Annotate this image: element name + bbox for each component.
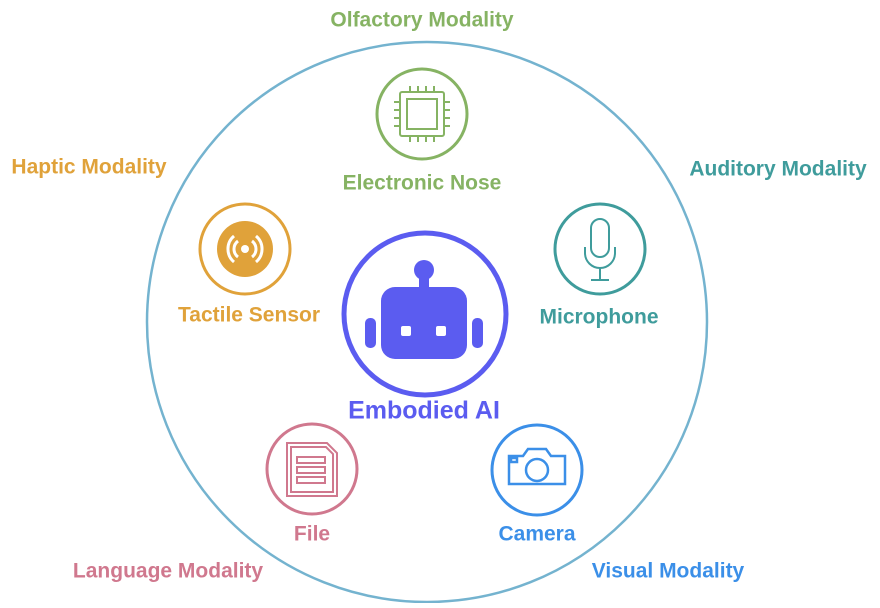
node-circle xyxy=(490,423,584,517)
modality-label-olfactory: Olfactory Modality xyxy=(330,8,514,32)
node-file xyxy=(265,422,359,516)
chip-icon xyxy=(394,86,450,142)
modality-label-visual: Visual Modality xyxy=(591,559,745,583)
node-tactile-sensor xyxy=(198,202,292,296)
modality-label-auditory: Auditory Modality xyxy=(689,157,867,181)
sensor-label-tactile-sensor: Tactile Sensor xyxy=(178,303,320,327)
sensor-label-file: File xyxy=(293,522,331,546)
camera-icon xyxy=(507,447,567,486)
sensor-label-electronic-nose: Electronic Nose xyxy=(342,171,502,195)
microphone-icon xyxy=(584,218,616,281)
center-label: Embodied AI xyxy=(348,396,500,425)
file-icon xyxy=(286,442,338,497)
modality-label-language: Language Modality xyxy=(72,559,264,583)
sensor-label-camera: Camera xyxy=(498,522,576,546)
node-camera xyxy=(490,423,584,517)
node-circle xyxy=(198,202,292,296)
node-electronic-nose xyxy=(375,67,469,161)
center-node xyxy=(341,230,509,398)
node-microphone xyxy=(553,202,647,296)
robot-icon xyxy=(365,260,483,359)
tactile-icon xyxy=(217,221,273,277)
outer-ring xyxy=(145,40,709,604)
center-circle xyxy=(341,230,509,398)
node-circle xyxy=(265,422,359,516)
modality-label-haptic: Haptic Modality xyxy=(11,155,167,179)
sensor-label-microphone: Microphone xyxy=(539,305,659,329)
node-circle xyxy=(553,202,647,296)
node-circle xyxy=(375,67,469,161)
